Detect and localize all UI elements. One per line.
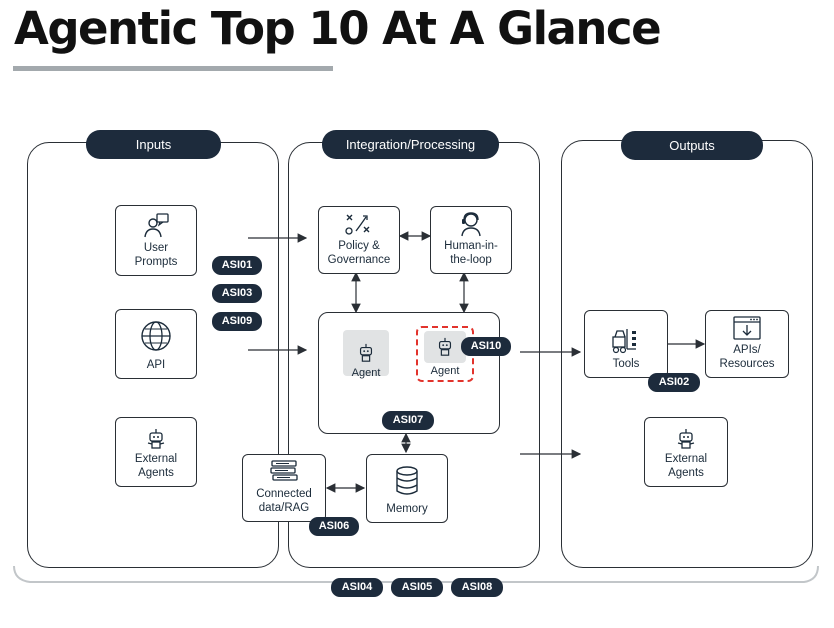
browser-download-icon xyxy=(733,316,761,340)
agent-gray-bg xyxy=(424,331,466,363)
robot-icon xyxy=(359,343,373,362)
agent-node-primary xyxy=(343,330,389,376)
robot-icon xyxy=(677,429,695,449)
database-icon xyxy=(396,466,418,495)
agent-label-highlighted: Agent xyxy=(430,365,460,377)
connected-data-node: Connected data/RAG xyxy=(242,454,326,522)
outputs-header: Outputs xyxy=(621,131,763,160)
output-external-agents-label: External Agents xyxy=(664,453,708,479)
memory-label: Memory xyxy=(386,503,428,515)
api-node: API xyxy=(115,309,197,379)
globe-icon xyxy=(141,321,171,351)
input-external-agents-label: External Agents xyxy=(134,453,178,479)
tag-asi09: ASI09 xyxy=(212,312,262,331)
connected-data-label: Connected data/RAG xyxy=(256,488,312,514)
tag-asi02: ASI02 xyxy=(648,373,700,392)
human-in-the-loop-label: Human-in- the-loop xyxy=(444,240,498,266)
user-prompts-label: User Prompts xyxy=(134,242,178,268)
inputs-header: Inputs xyxy=(86,130,221,159)
input-external-agents-node: External Agents xyxy=(115,417,197,487)
policy-governance-label: Policy & Governance xyxy=(327,240,391,266)
robot-icon xyxy=(147,429,165,449)
tag-asi03: ASI03 xyxy=(212,284,262,303)
tag-asi04: ASI04 xyxy=(331,578,383,597)
tag-asi08: ASI08 xyxy=(451,578,503,597)
stacked-books-icon xyxy=(270,460,298,481)
forklift-icon xyxy=(612,329,636,354)
memory-node: Memory xyxy=(366,454,448,523)
tag-asi07: ASI07 xyxy=(382,411,434,430)
tools-node: Tools xyxy=(584,310,668,378)
page-title: Agentic Top 10 At A Glance xyxy=(14,2,662,55)
apis-resources-node: APIs/ Resources xyxy=(705,310,789,378)
processing-header: Integration/Processing xyxy=(322,130,499,159)
human-in-the-loop-node: Human-in- the-loop xyxy=(430,206,512,274)
robot-icon xyxy=(438,337,452,356)
headset-person-icon xyxy=(461,212,481,237)
output-external-agents-node: External Agents xyxy=(644,417,728,487)
strategy-icon xyxy=(345,214,370,235)
user-prompts-node: User Prompts xyxy=(115,205,197,276)
api-label: API xyxy=(146,359,166,371)
apis-resources-label: APIs/ Resources xyxy=(719,344,775,370)
tag-asi06: ASI06 xyxy=(309,517,359,536)
user-chat-icon xyxy=(144,213,169,238)
policy-governance-node: Policy & Governance xyxy=(318,206,400,274)
title-underline xyxy=(13,66,333,71)
agent-node-highlighted: Agent xyxy=(416,326,474,382)
tag-asi01: ASI01 xyxy=(212,256,262,275)
agent-label-primary: Agent xyxy=(351,367,381,379)
tools-label: Tools xyxy=(612,358,640,370)
tag-asi10: ASI10 xyxy=(461,337,511,356)
tag-asi05: ASI05 xyxy=(391,578,443,597)
